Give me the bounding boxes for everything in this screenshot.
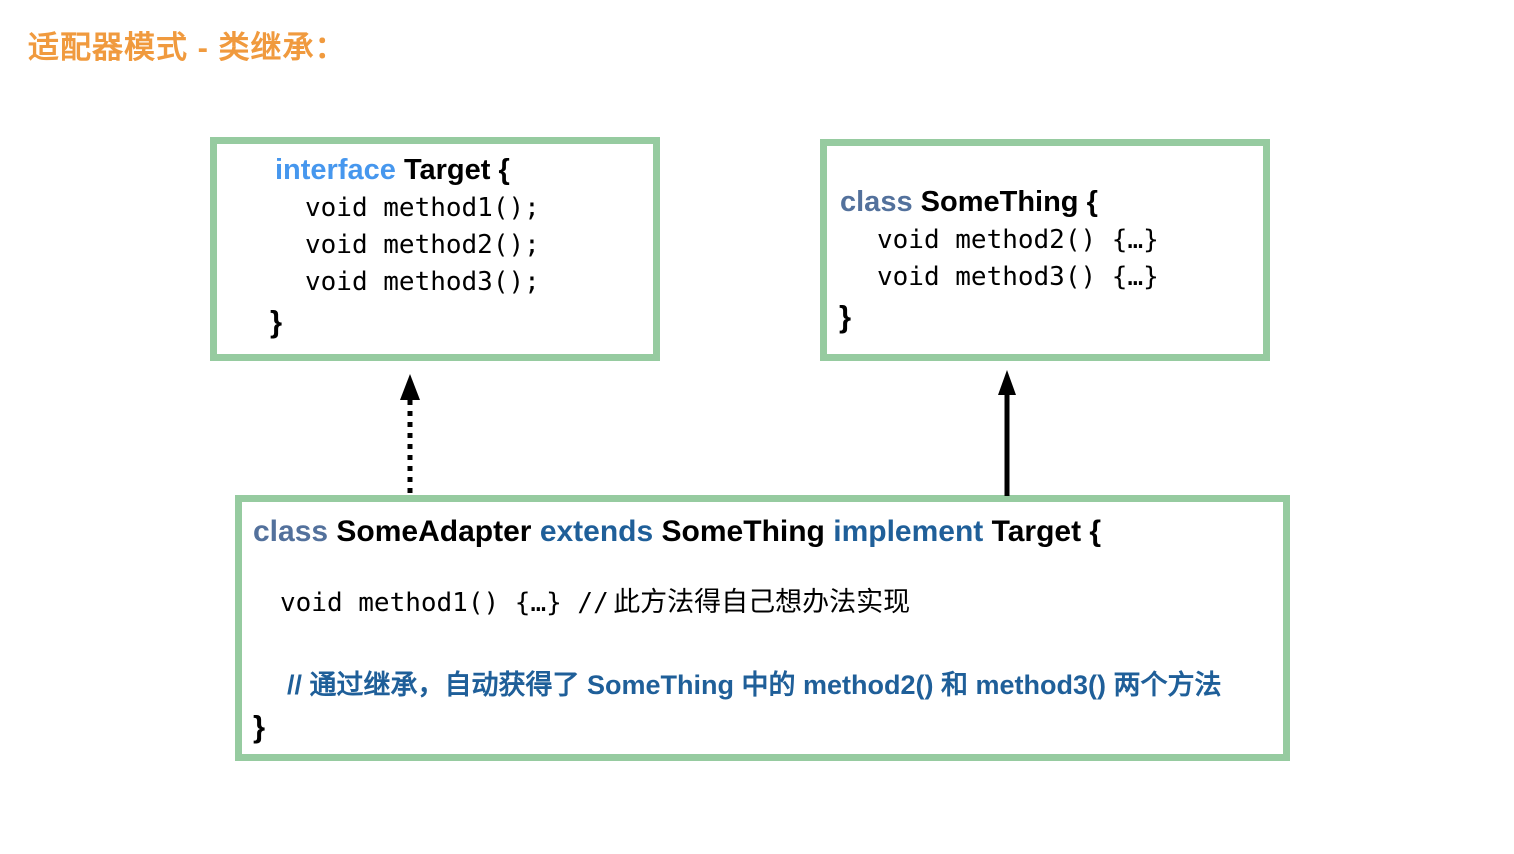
target-box-title: interface Target { [275,150,653,190]
implement-keyword: implement [833,515,984,548]
target-method-list: void method1(); void method2(); void met… [217,190,653,301]
adapter-box-title: class SomeAdapter extends SomeThing impl… [253,512,1283,552]
extends-arrowhead-icon [998,370,1016,395]
adapter-closing-brace: } [253,709,266,744]
page-title: 适配器模式 - 类继承： [28,30,347,65]
adapter-inheritance-comment: // 通过继承，自动获得了 SomeThing 中的 method2() 和 m… [287,670,1222,700]
implements-arrow [400,374,420,496]
target-method3-line: void method3(); [305,267,540,297]
interface-target-box: interface Target { void method1(); void … [210,137,660,361]
target-method2-line: void method2(); [305,230,540,260]
class-someadapter-box: class SomeAdapter extends SomeThing impl… [235,495,1290,761]
class-something-box: class SomeThing { void method2() {…} voi… [820,139,1270,361]
adapter-interface-name: Target { [991,515,1102,548]
adapter-parent-name: SomeThing [661,515,825,548]
something-method-list: void method2() {…} void method3() {…} [827,222,1263,296]
adapter-class-name: SomeAdapter [336,515,532,548]
adapter-method1-line: void method1() {…} // 此方法得自己想办法实现 [280,582,1283,627]
extends-arrow [998,370,1016,496]
interface-keyword: interface [275,154,396,186]
target-closing-brace: } [270,304,283,339]
adapter-method1-comment: 此方法得自己想办法实现 [613,587,911,617]
implements-arrowhead-icon [400,374,420,400]
target-method1-line: void method1(); [305,193,540,223]
something-box-title: class SomeThing { [840,182,1263,222]
extends-keyword: extends [539,515,654,548]
target-interface-name: Target { [403,154,510,186]
adapter-method1-code: void method1() {…} // [280,588,609,618]
adapter-class-keyword: class [253,515,329,548]
something-class-name: SomeThing { [920,186,1098,218]
something-closing-brace: } [839,299,852,334]
something-method2-line: void method2() {…} [877,225,1159,255]
something-method3-line: void method3() {…} [877,262,1159,292]
class-keyword: class [840,186,913,218]
